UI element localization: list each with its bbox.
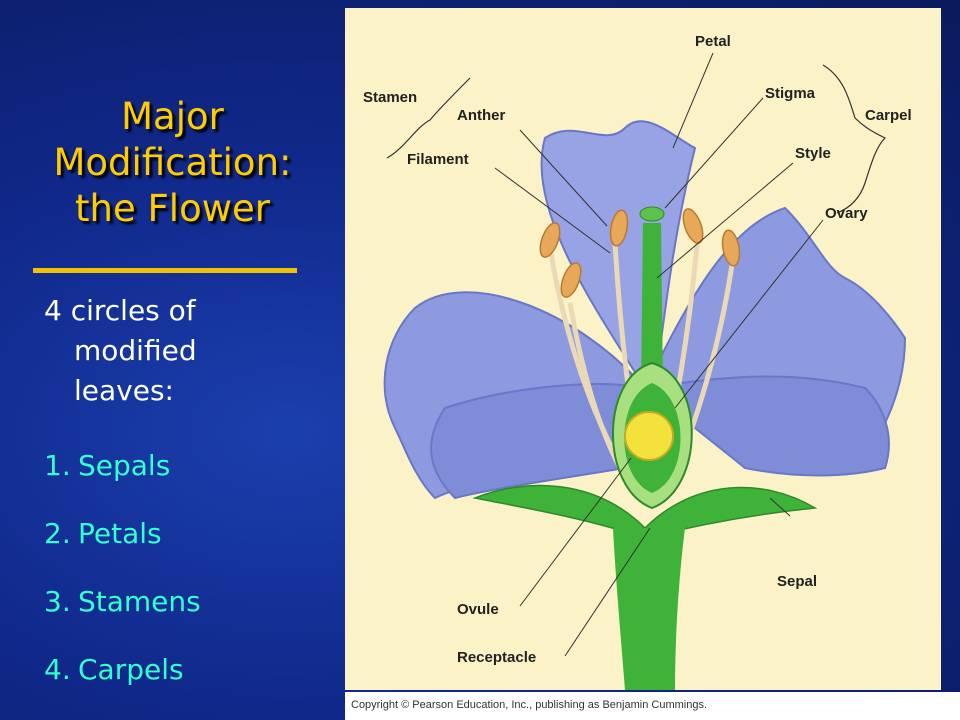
label-stigma: Stigma — [765, 85, 816, 102]
title-line-1: Major — [121, 95, 224, 138]
list-label: Carpels — [78, 653, 184, 686]
ovule — [624, 411, 674, 461]
label-sepal: Sepal — [777, 573, 817, 590]
list-item: 3.Stamens — [44, 582, 201, 650]
leader-lines — [494, 52, 824, 657]
list-number: 2. — [44, 517, 71, 550]
list-number: 3. — [44, 585, 71, 618]
label-petal: Petal — [695, 33, 731, 50]
label-receptacle: Receptacle — [457, 649, 536, 666]
label-anther: Anther — [457, 107, 505, 124]
slide-title: Major Modification: the Flower — [0, 94, 345, 232]
title-underline — [33, 268, 297, 273]
flower-diagram-panel: Stamen Anther Filament Petal Stigma Carp… — [345, 8, 941, 690]
stigma — [639, 206, 665, 222]
label-ovule: Ovule — [457, 601, 499, 618]
style — [641, 223, 663, 388]
list-label: Sepals — [78, 449, 171, 482]
title-line-2: Modification: — [53, 141, 292, 184]
title-line-3: the Flower — [75, 187, 270, 230]
label-style: Style — [795, 145, 831, 162]
list-number: 1. — [44, 449, 71, 482]
flower-diagram: Stamen Anther Filament Petal Stigma Carp… — [363, 33, 912, 690]
label-stamen: Stamen — [363, 89, 417, 106]
list-item: 4.Carpels — [44, 650, 201, 718]
intro-line-3: leaves: — [74, 374, 174, 407]
label-filament: Filament — [407, 151, 469, 168]
anthers — [539, 208, 741, 298]
label-carpel: Carpel — [865, 107, 912, 124]
copyright-notice: Copyright © Pearson Education, Inc., pub… — [345, 692, 960, 720]
list-label: Stamens — [78, 585, 201, 618]
intro-text: 4 circles of modified leaves: — [44, 291, 304, 411]
flower-parts-list: 1.Sepals 2.Petals 3.Stamens 4.Carpels — [44, 446, 201, 718]
list-item: 2.Petals — [44, 514, 201, 582]
list-item: 1.Sepals — [44, 446, 201, 514]
label-ovary: Ovary — [825, 205, 868, 222]
label-braces — [386, 64, 887, 214]
list-number: 4. — [44, 653, 71, 686]
intro-line-1: 4 circles of — [44, 294, 196, 327]
intro-line-2: modified — [74, 334, 197, 367]
list-label: Petals — [78, 517, 162, 550]
receptacle-stem — [613, 528, 685, 690]
